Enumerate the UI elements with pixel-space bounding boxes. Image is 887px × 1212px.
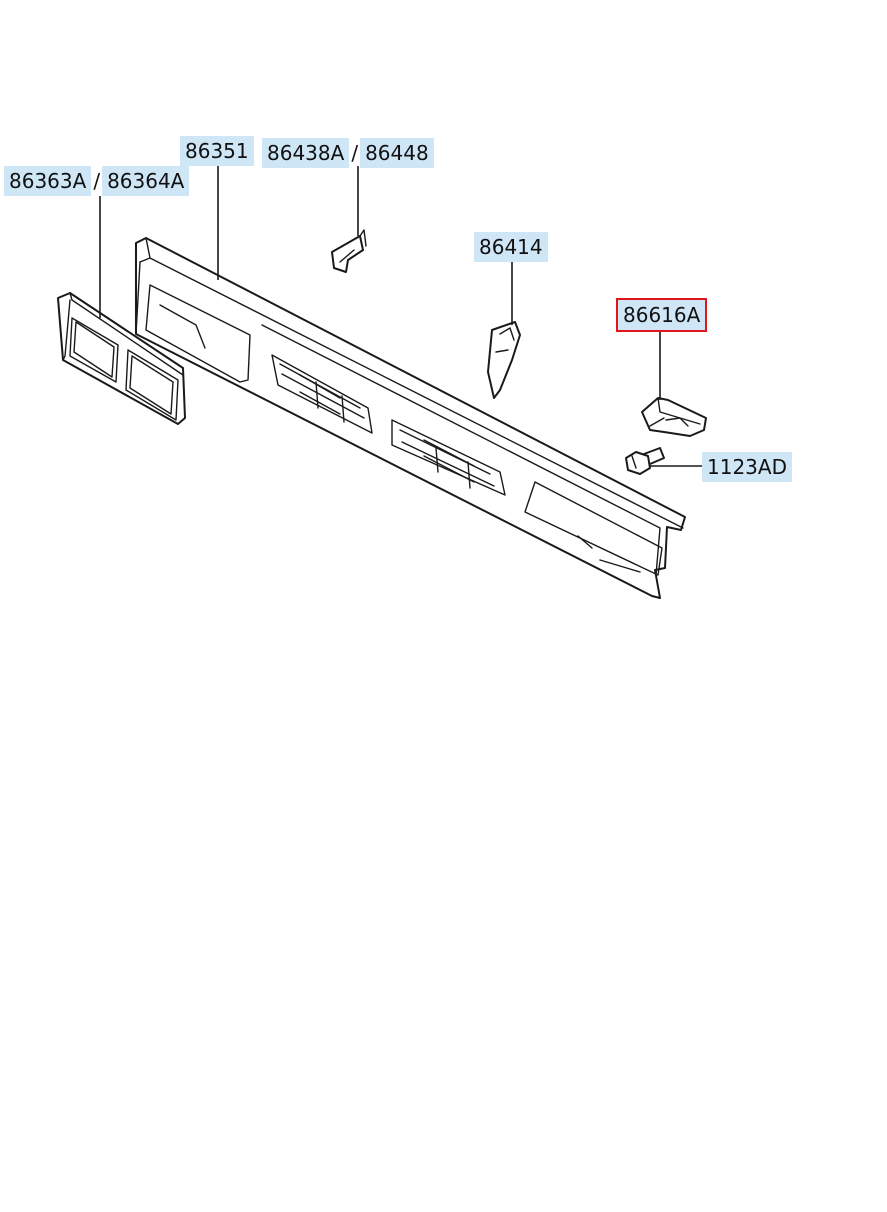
- bracket-center-drawing: [487, 321, 521, 399]
- label-bracket-left[interactable]: 86438A/86448: [262, 138, 434, 168]
- bracket-right-drawing: [641, 397, 707, 437]
- part-number-86448[interactable]: 86448: [360, 138, 434, 168]
- bracket-left-drawing: [331, 229, 367, 273]
- headlamp-bezel-drawing: [57, 292, 186, 425]
- label-bracket-center[interactable]: 86414: [474, 232, 548, 262]
- label-bracket-right[interactable]: 86616A: [615, 298, 708, 332]
- part-number-86363A[interactable]: 86363A: [4, 166, 92, 196]
- bolt-drawing: [625, 447, 665, 475]
- part-number-1123AD[interactable]: 1123AD: [702, 452, 792, 482]
- label-separator: /: [351, 141, 359, 165]
- part-number-86364A[interactable]: 86364A: [102, 166, 190, 196]
- grille-drawing: [135, 237, 686, 599]
- part-number-86414[interactable]: 86414: [474, 232, 548, 262]
- part-number-86616A[interactable]: 86616A: [615, 298, 708, 332]
- label-bolt[interactable]: 1123AD: [702, 452, 792, 482]
- part-number-86351[interactable]: 86351: [180, 136, 254, 166]
- leader-lines: [99, 166, 702, 467]
- label-grille[interactable]: 86351: [180, 136, 254, 166]
- label-headlamp-bezel[interactable]: 86363A/86364A: [4, 166, 190, 196]
- part-number-86438A[interactable]: 86438A: [262, 138, 350, 168]
- label-separator: /: [93, 169, 101, 193]
